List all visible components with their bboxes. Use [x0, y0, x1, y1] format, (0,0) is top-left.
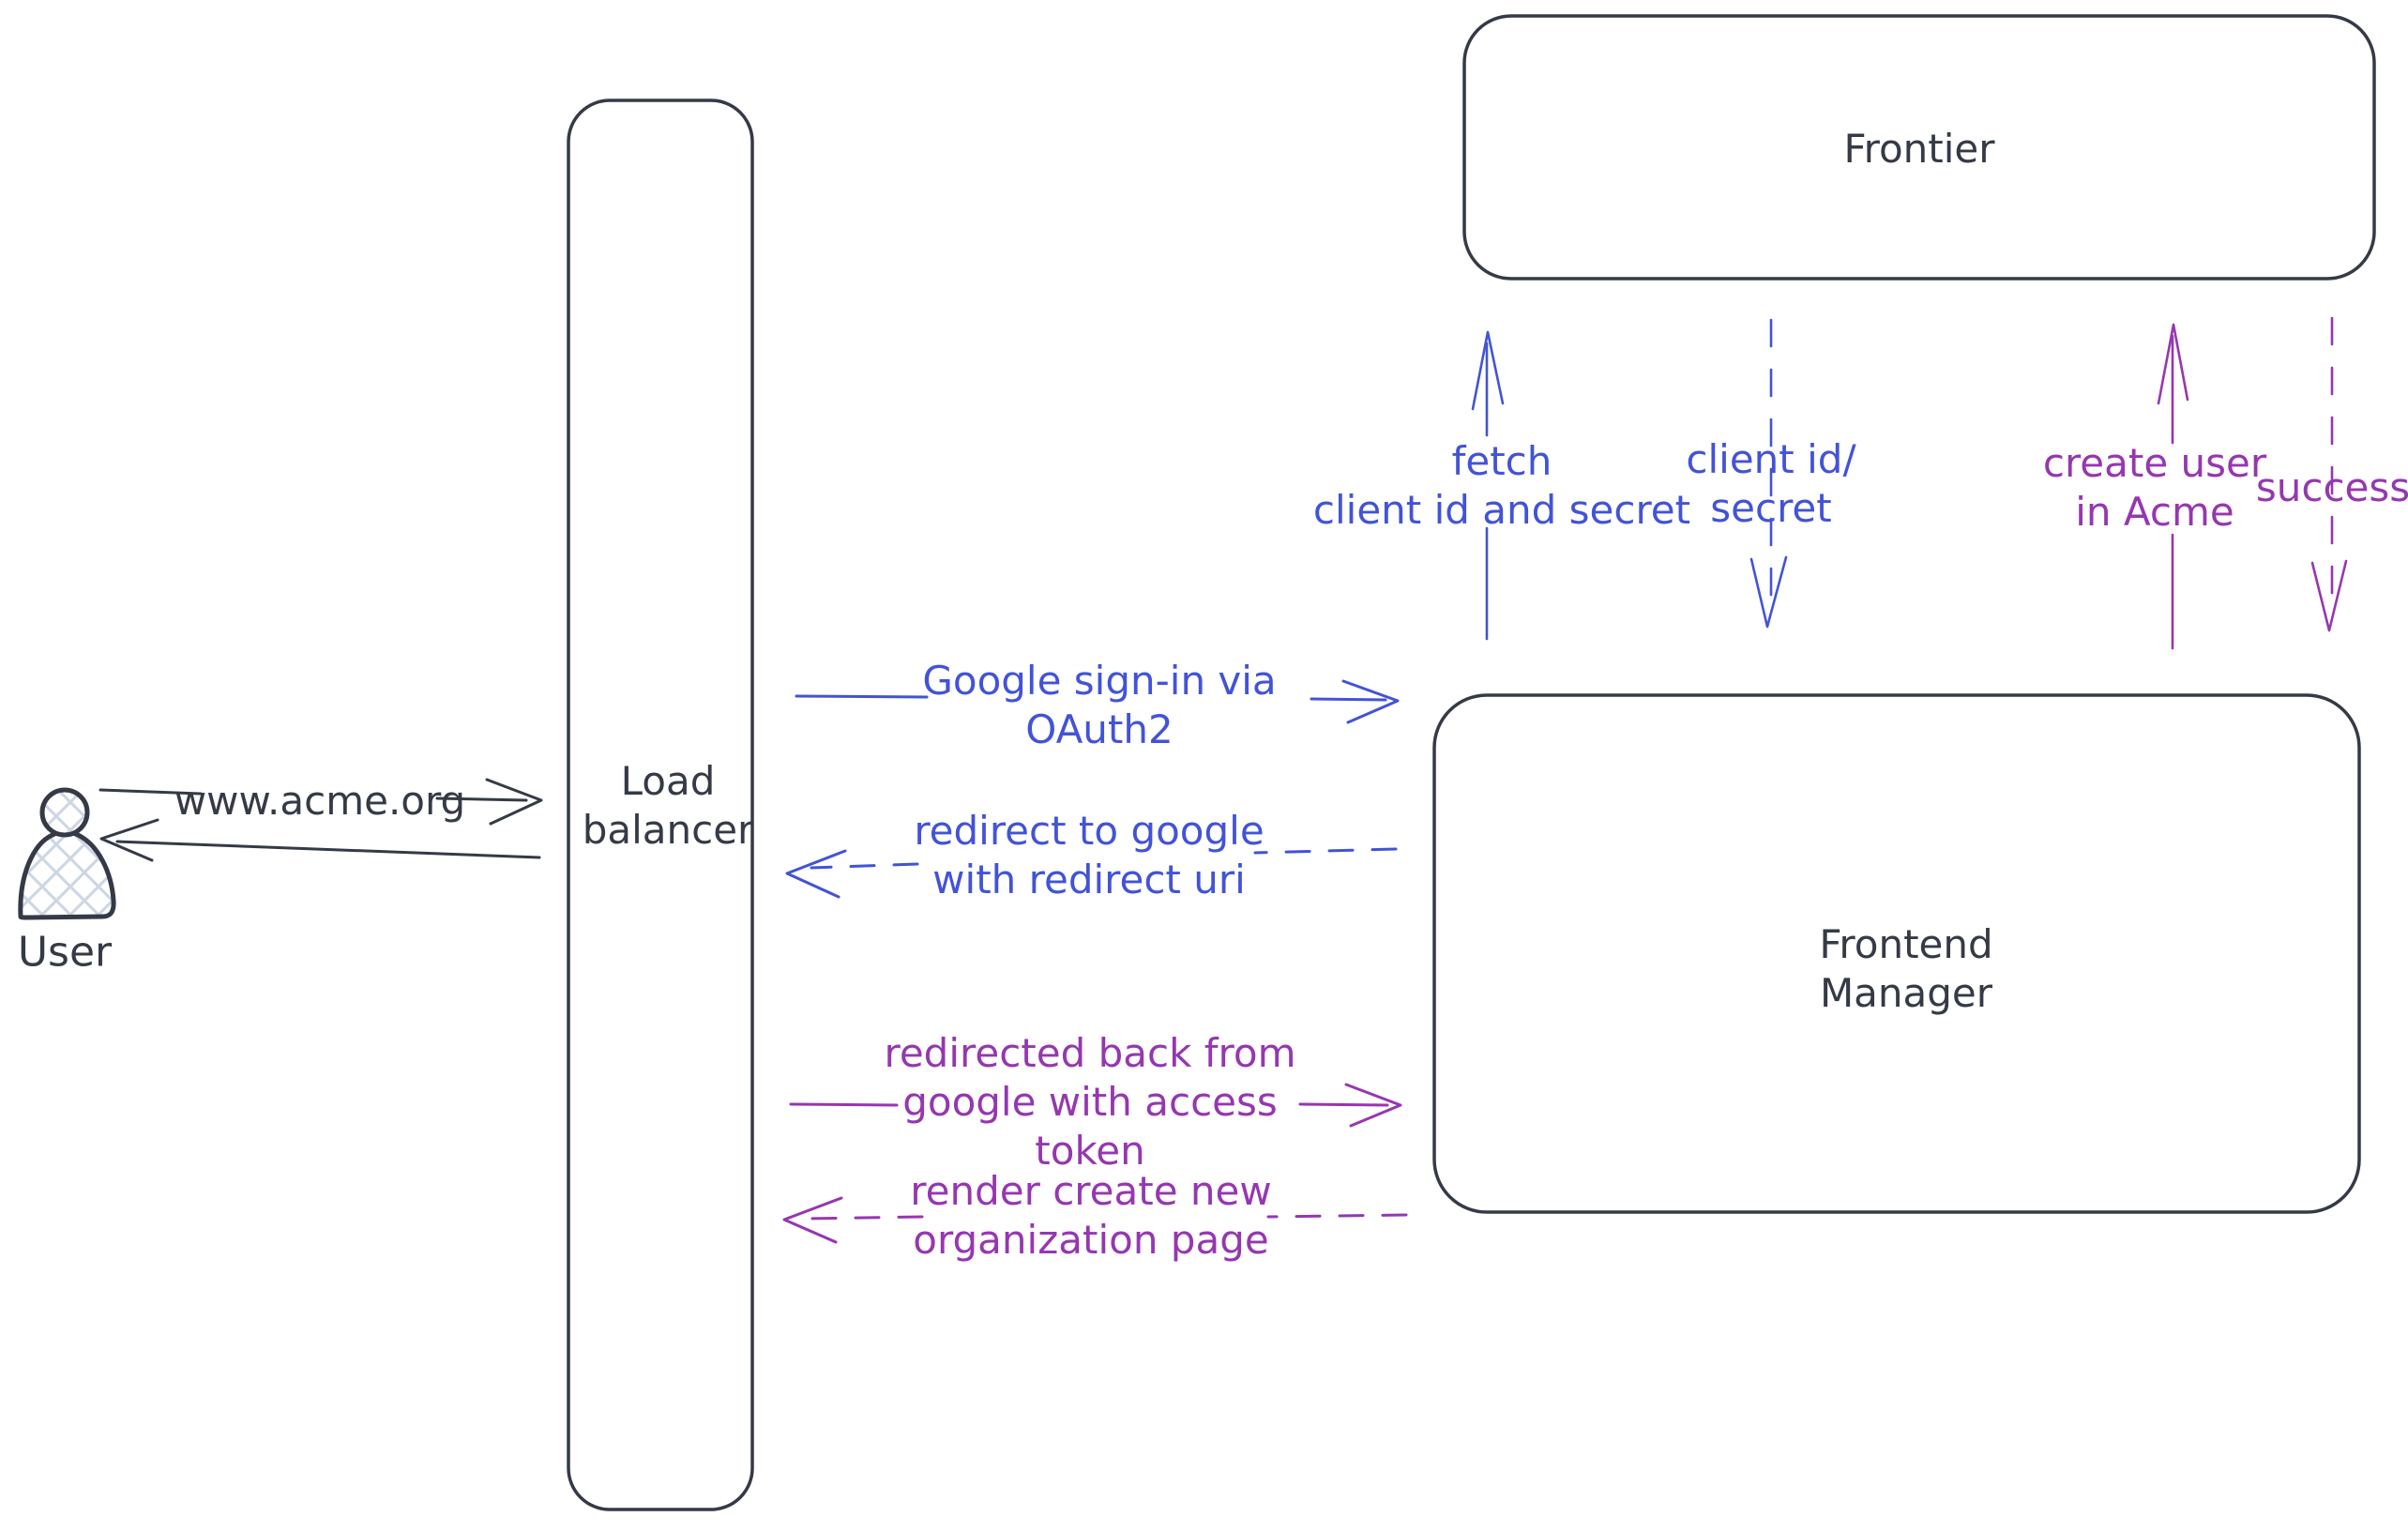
- edge-label-create-user: create user in Acme: [2042, 439, 2267, 535]
- load-balancer-label: Load balancer: [582, 757, 754, 853]
- arrow-render-org-page: [782, 1196, 1408, 1244]
- arrow-client-id-secret: [1749, 318, 1788, 629]
- frontier-label: Frontier: [1843, 125, 1995, 172]
- edge-label-fetch-secret: fetch client id and secret: [1312, 437, 1691, 533]
- arrow-redirect: [785, 847, 1398, 899]
- edge-label-www: www.acme.org: [174, 777, 466, 824]
- edge-label-redirected-back: redirected back from google with access …: [884, 1029, 1296, 1175]
- edge-label-success: success: [2255, 463, 2408, 510]
- frontier-box: [1462, 14, 2376, 281]
- edge-label-render-org-page: render create new organization page: [910, 1167, 1272, 1263]
- arrow-www: [98, 778, 543, 826]
- edge-label-google-signin: Google sign-in via OAuth2: [922, 657, 1277, 752]
- frontend-manager-box: [1432, 693, 2361, 1214]
- arrow-success: [2310, 316, 2348, 632]
- arrow-google-signin: [795, 679, 1400, 724]
- frontend-manager-label: Frontend Manager: [1819, 920, 1993, 1016]
- load-balancer-box: [567, 99, 754, 1511]
- user-label: User: [17, 928, 113, 977]
- arrow-redirected-back: [789, 1083, 1402, 1128]
- edge-label-client-id-secret: client id/ secret: [1686, 435, 1856, 531]
- arrow-fetch-secret: [1471, 330, 1505, 641]
- arrow-return: [99, 818, 541, 862]
- edge-label-redirect: redirect to google with redirect uri: [914, 807, 1265, 903]
- arrow-create-user: [2157, 323, 2189, 650]
- user-icon: [18, 787, 116, 920]
